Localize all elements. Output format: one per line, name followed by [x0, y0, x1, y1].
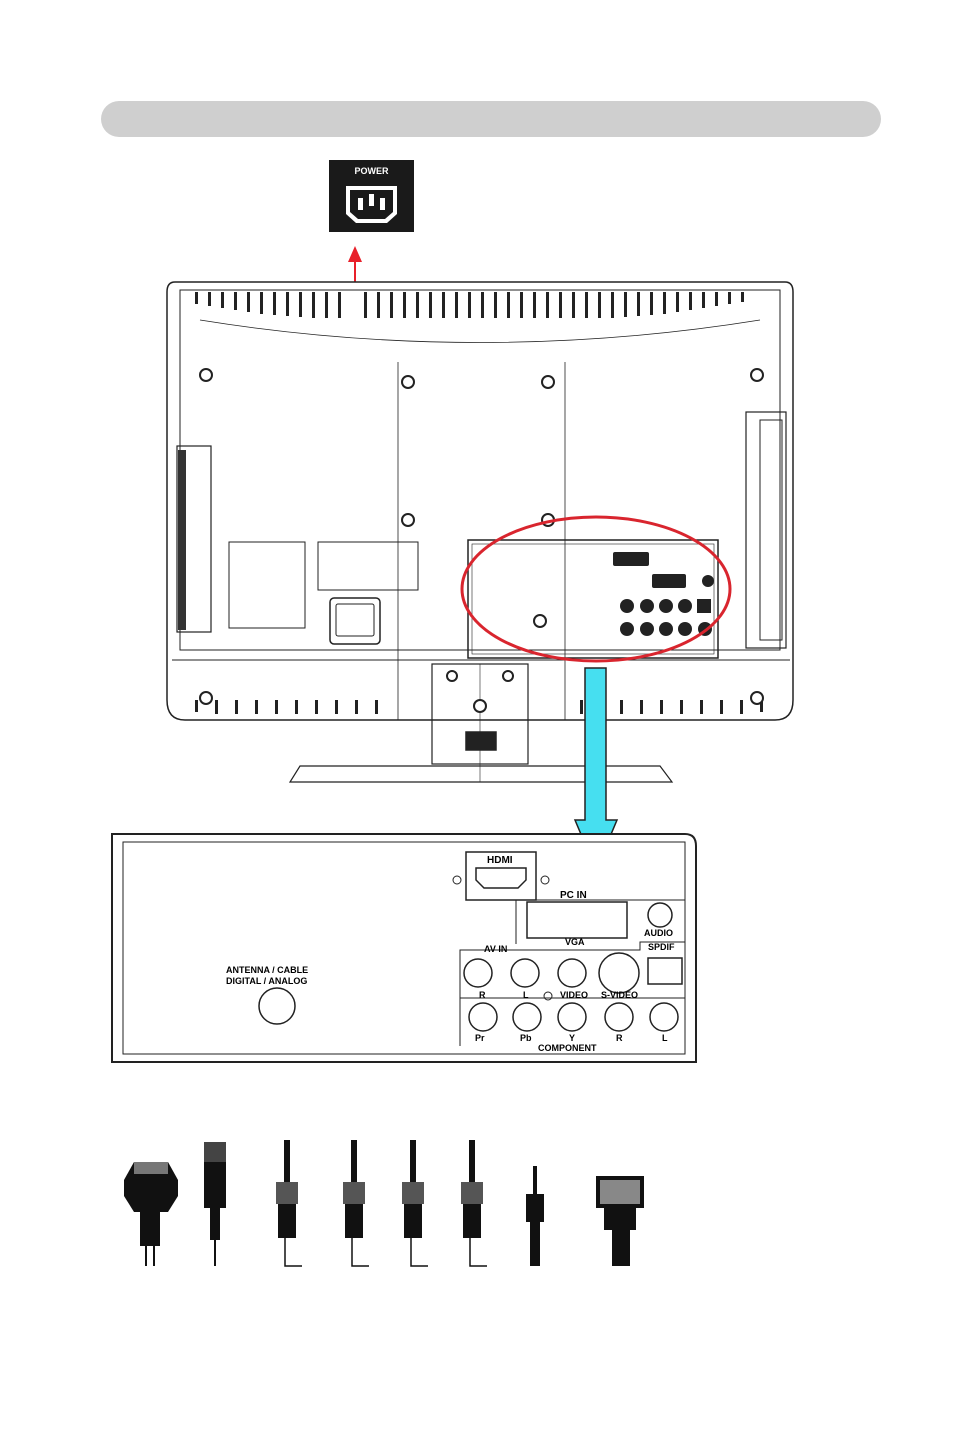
- vga-port-icon: [526, 901, 628, 939]
- tv-back-panel: [166, 281, 794, 783]
- rca-cable-icon: [461, 1140, 487, 1267]
- component-jack-label: Pb: [520, 1033, 532, 1043]
- audio-port-icon: [647, 902, 673, 928]
- spdif-label: SPDIF: [648, 942, 675, 952]
- vga-cable-icon: [596, 1176, 644, 1266]
- vga-label: VGA: [565, 937, 585, 947]
- av-in-label: AV IN: [484, 944, 508, 954]
- hdmi-cable-icon: [124, 1162, 178, 1266]
- av-jack-label: R: [479, 990, 486, 1000]
- pc-in-label: PC IN: [560, 890, 587, 901]
- av-jack-label: VIDEO: [560, 990, 589, 1000]
- component-label: COMPONENT: [538, 1043, 597, 1053]
- connector-highlight-oval: [460, 515, 732, 663]
- hdmi-label: HDMI: [487, 855, 513, 866]
- hdmi-port-frame: [465, 851, 537, 901]
- mini-connector-ports: [613, 552, 714, 636]
- power-inset-label: POWER: [354, 166, 389, 176]
- vent-slots: [195, 292, 763, 714]
- antenna-label-line2: DIGITAL / ANALOG: [226, 976, 308, 986]
- spdif-port-icon: [647, 957, 683, 985]
- rca-cable-icon: [343, 1140, 369, 1267]
- component-jack-label: Y: [569, 1033, 576, 1043]
- antenna-coax-cable-icon: [204, 1142, 226, 1266]
- av-jack-label: S-VIDEO: [601, 990, 639, 1000]
- component-jack-label: R: [616, 1033, 623, 1043]
- component-jack-label: Pr: [475, 1033, 485, 1043]
- rca-cable-icon: [276, 1140, 302, 1267]
- section-header-bar: [101, 101, 881, 137]
- mounting-screws: [199, 368, 764, 713]
- antenna-port-icon: [258, 987, 296, 1025]
- component-jack-label: L: [662, 1033, 668, 1043]
- enlarged-connector-panel: [111, 833, 697, 1063]
- power-socket-inset: POWER: [329, 160, 414, 232]
- rca-cable-icon: [402, 1140, 428, 1267]
- audio-mini-jack-icon: [526, 1166, 544, 1266]
- audio-label: AUDIO: [644, 928, 673, 938]
- cable-row: [124, 1140, 644, 1267]
- hdmi-port-icon: [475, 867, 527, 889]
- antenna-label-line1: ANTENNA / CABLE: [226, 965, 309, 975]
- power-socket-icon: [346, 186, 397, 223]
- av-jack-label: L: [523, 990, 529, 1000]
